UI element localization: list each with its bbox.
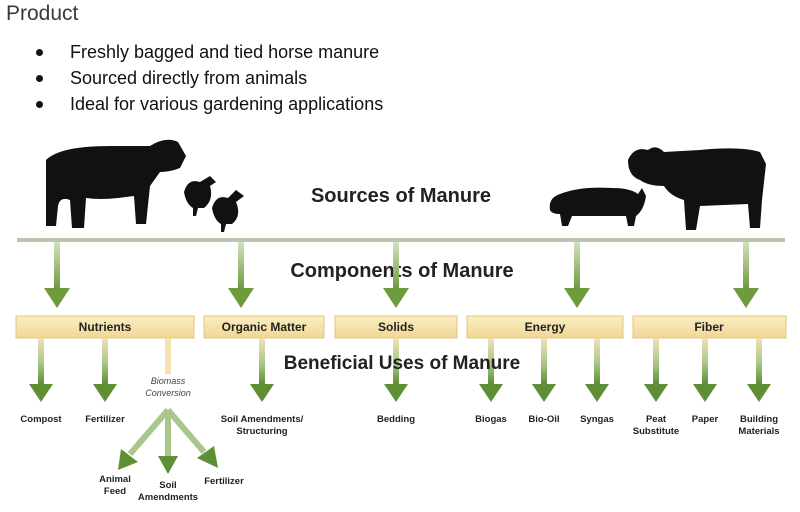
bullet-icon [36,101,43,108]
down-arrow-icon [733,242,759,308]
use-label: Materials [738,426,779,437]
branch-arrows [118,408,218,474]
pig-icon [549,187,646,226]
chicken-icon [212,190,244,232]
down-arrow-icon [93,338,117,402]
category-box-nutrients: Nutrients [15,315,195,339]
list-item-text: Ideal for various gardening applications [70,94,384,114]
chicken-icon [184,176,216,216]
down-arrow-icon [384,338,408,402]
category-label: Energy [525,320,566,334]
down-arrow-icon [644,338,668,402]
down-arrow-icon [165,338,171,374]
conversion-label: Biomass [151,376,186,386]
use-label: Feed [104,486,126,497]
use-label: Building [740,414,778,425]
use-label: Soil [159,480,176,491]
category-box-organic-matter: Organic Matter [203,315,325,339]
down-arrow-icon [564,242,590,308]
use-label: Bio-Oil [528,414,559,425]
use-label: Compost [20,414,62,425]
uses-title: Beneficial Uses of Manure [284,353,521,374]
use-label: Structuring [236,426,287,437]
list-item: Freshly bagged and tied horse manure [30,39,383,65]
down-arrow-icon [585,338,609,402]
down-arrow-icon [250,338,274,402]
list-item: Sourced directly from animals [30,65,383,91]
use-label: Substitute [633,426,679,437]
use-label: Biogas [475,414,507,425]
down-arrow-icon [228,242,254,308]
category-label: Solids [378,320,414,334]
category-label: Organic Matter [222,320,307,334]
use-label: Bedding [377,414,415,425]
down-arrow-icon [44,242,70,308]
use-label: Fertilizer [204,476,244,487]
down-arrow-icon [693,338,717,402]
use-label: Paper [692,414,719,425]
use-label: Fertilizer [85,414,125,425]
list-item-text: Freshly bagged and tied horse manure [70,42,380,62]
use-label: Peat [646,414,667,425]
sources-title: Sources of Manure [311,185,491,207]
section-heading: Product [6,2,79,25]
use-label: Syngas [580,414,614,425]
down-arrow-icon [532,338,556,402]
use-label: Soil Amendments/ [221,414,304,425]
list-item-text: Sourced directly from animals [70,68,308,88]
bullet-icon [36,75,43,82]
category-box-fiber: Fiber [632,315,787,339]
category-label: Fiber [694,320,724,334]
down-arrow-icon [383,242,409,308]
sources-divider-bar [17,238,785,242]
use-label: Animal [99,474,131,485]
components-title: Components of Manure [290,260,513,282]
cattle-icon [46,139,186,228]
down-arrow-icon [29,338,53,402]
category-label: Nutrients [79,320,132,334]
category-box-solids: Solids [334,315,458,339]
list-item: Ideal for various gardening applications [30,91,383,117]
feature-list: Freshly bagged and tied horse manure Sou… [30,39,383,117]
conversion-label: Conversion [145,388,191,398]
bullet-icon [36,49,43,56]
down-arrow-icon [747,338,771,402]
dairy-cow-icon [628,147,766,230]
use-label: Amendments [138,492,198,503]
category-box-energy: Energy [466,315,624,339]
down-arrow-icon [479,338,503,402]
